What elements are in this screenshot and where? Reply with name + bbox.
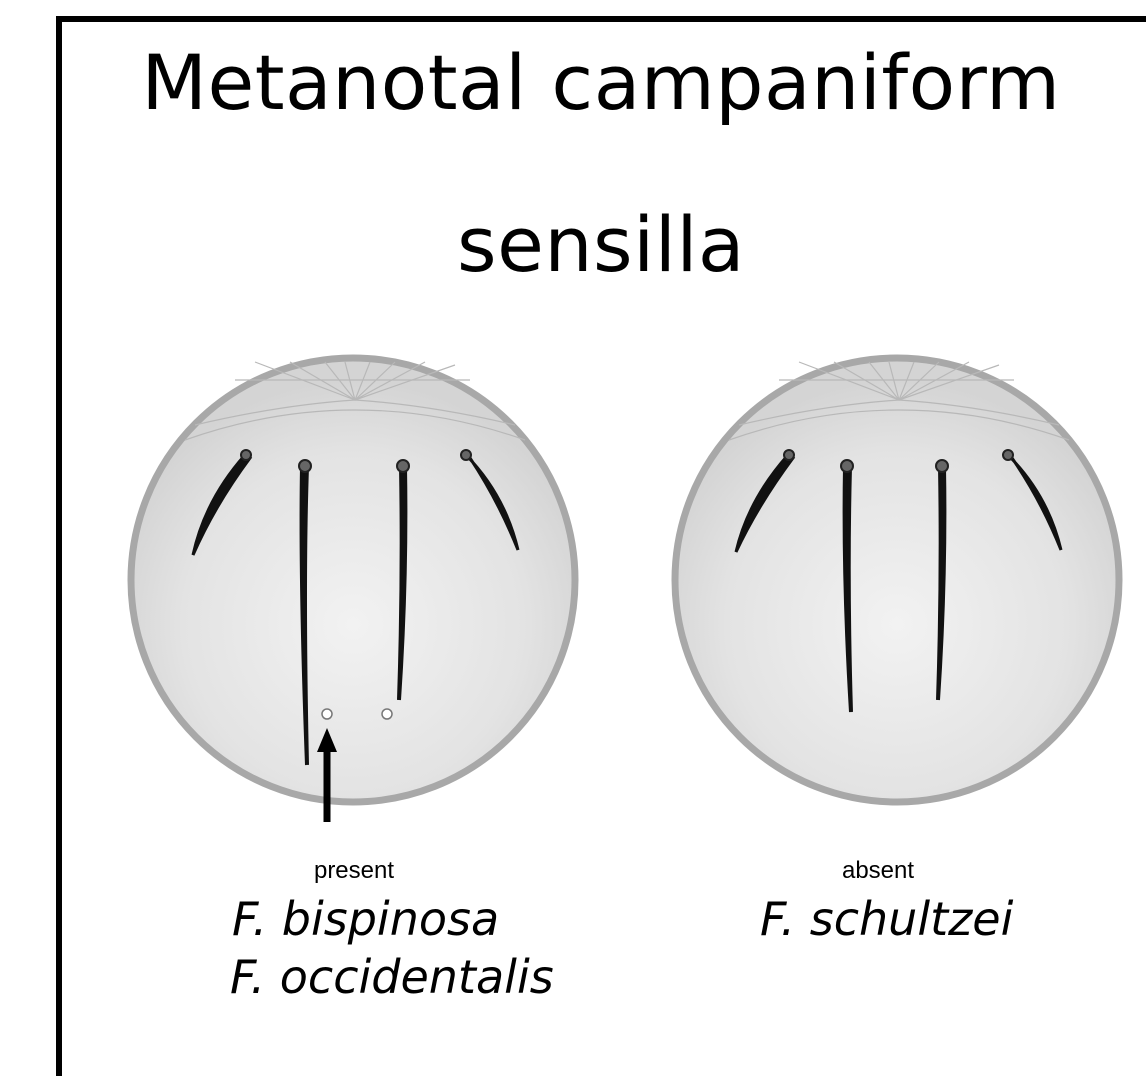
status-label-left: present <box>254 857 454 885</box>
species-label: F. schultzei <box>760 892 1013 946</box>
metanotum-disc-left <box>131 358 575 802</box>
campaniform-sensillum <box>382 709 392 719</box>
campaniform-sensillum <box>322 709 332 719</box>
status-label-right: absent <box>778 857 978 885</box>
metanotum-disc-right <box>675 358 1119 802</box>
species-label: F. bispinosa <box>232 892 499 946</box>
species-label: F. occidentalis <box>230 950 554 1004</box>
